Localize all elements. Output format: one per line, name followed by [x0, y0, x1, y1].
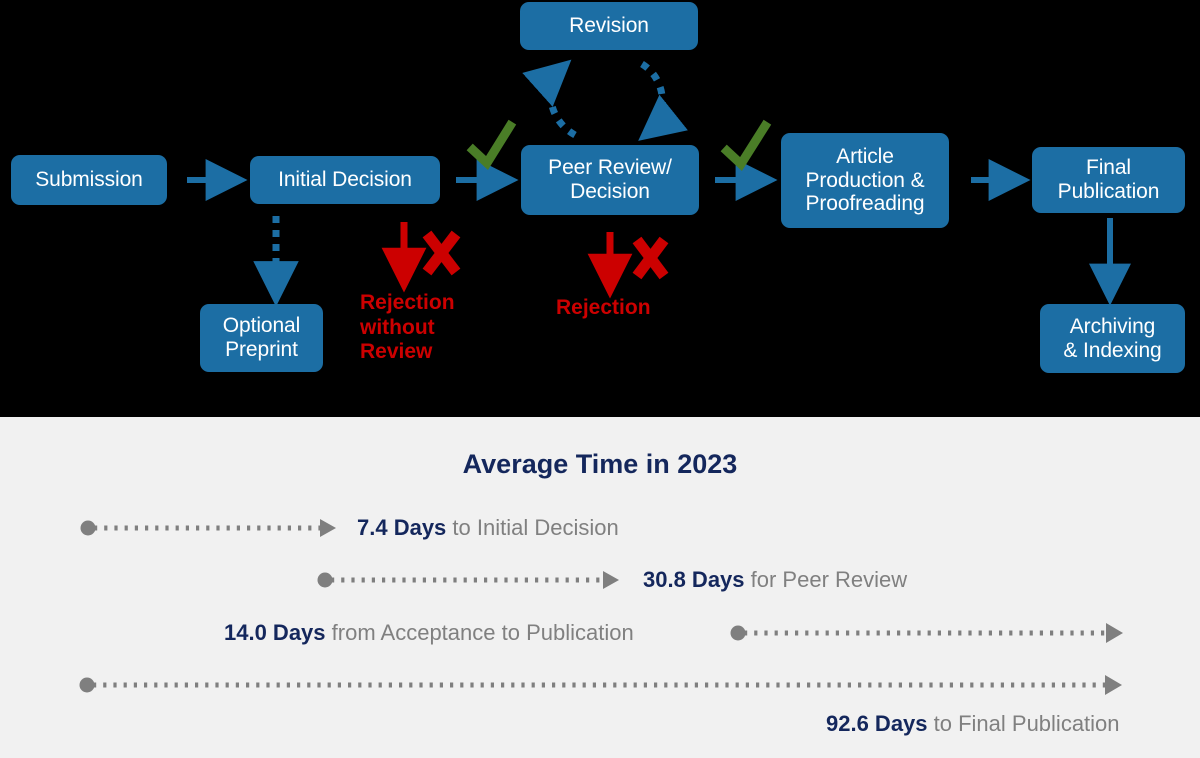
timeline-row: 92.6 Days to Final Publication — [0, 704, 1200, 744]
timeline-title: Average Time in 2023 — [462, 449, 738, 479]
flow-node-article-production[interactable]: Article Production & Proofreading — [781, 133, 949, 228]
timeline-arrow-initial-decision — [80, 508, 340, 548]
check-icon — [466, 119, 517, 171]
timeline-label-acceptance-to-publication: 14.0 Days from Acceptance to Publication — [224, 613, 634, 653]
timeline-text: from Acceptance to Publication — [325, 620, 634, 645]
timeline-text: to Initial Decision — [446, 515, 619, 540]
timeline-value: 92.6 Days — [826, 711, 928, 736]
timeline-arrow-final-publication — [79, 665, 1125, 705]
flow-node-peer-review-decision[interactable]: Peer Review/ Decision — [521, 145, 699, 215]
timeline-row — [0, 665, 1200, 705]
timeline-value: 7.4 Days — [357, 515, 447, 540]
arc-revision-to-peer-review-dotted — [638, 61, 688, 141]
timeline-row: 7.4 Days to Initial Decision — [0, 508, 1200, 548]
timeline-text: to Final Publication — [927, 711, 1120, 736]
timeline-label-peer-review: 30.8 Days for Peer Review — [643, 560, 907, 600]
timeline-value: 14.0 Days — [224, 620, 326, 645]
check-icon — [720, 119, 772, 171]
flow-node-optional-preprint[interactable]: Optional Preprint — [200, 304, 323, 372]
timeline-text: for Peer Review — [744, 567, 908, 592]
cross-icon — [632, 236, 669, 280]
flow-node-initial-decision[interactable]: Initial Decision — [250, 156, 440, 204]
timeline-value: 30.8 Days — [643, 567, 745, 592]
timeline-label-initial-decision: 7.4 Days to Initial Decision — [357, 508, 619, 548]
timeline-label-final-publication: 92.6 Days to Final Publication — [826, 704, 1120, 744]
arc-peer-review-to-revision-dotted — [522, 59, 577, 139]
editorial-workflow-diagram: Submission Initial Decision Optional Pre… — [11, 2, 1185, 373]
timeline-arrow-acceptance-to-publication — [730, 613, 1126, 653]
flow-node-submission[interactable]: Submission — [11, 155, 167, 205]
cross-icon — [422, 230, 461, 276]
label-rejection-after-review: Rejection — [556, 296, 651, 319]
timeline-row: 14.0 Days from Acceptance to Publication — [0, 613, 1200, 653]
timeline-arrow-peer-review — [317, 560, 623, 600]
flow-connectors — [187, 59, 1131, 307]
flow-node-revision[interactable]: Revision — [520, 2, 698, 50]
average-time-summary: Average Time in 2023 7.4 Days to Initial… — [0, 417, 1200, 758]
timeline-row: 30.8 Days for Peer Review — [0, 560, 1200, 600]
label-rejection-without-review: Rejection without Review — [360, 291, 455, 364]
flow-node-archiving-indexing[interactable]: Archiving & Indexing — [1040, 304, 1185, 373]
flow-node-final-publication[interactable]: Final Publication — [1032, 147, 1185, 213]
